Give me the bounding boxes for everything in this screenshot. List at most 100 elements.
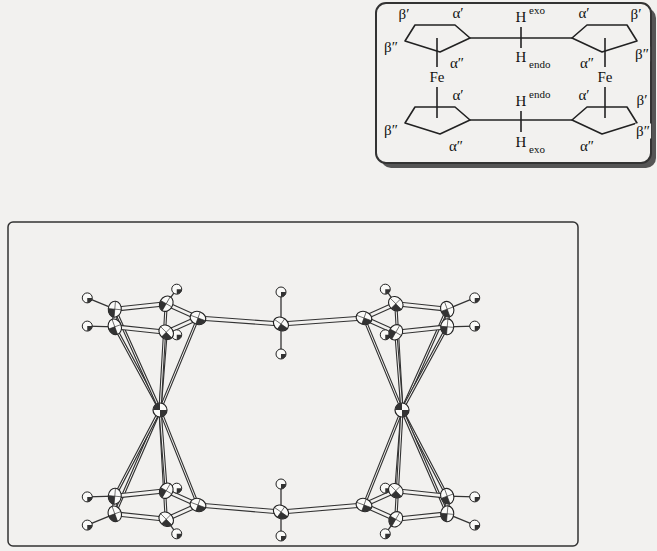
ellipsoid-axis xyxy=(157,294,176,314)
carbon-ellipsoid xyxy=(108,301,122,318)
iron-carbon-bond-core xyxy=(402,309,447,410)
carbon-ellipsoid xyxy=(440,318,454,335)
sphere-octant xyxy=(281,354,286,359)
carbon-ellipsoid xyxy=(440,505,454,522)
iron-carbon-bond xyxy=(115,309,160,410)
ellipsoid-axis xyxy=(106,504,124,523)
atom-position-label: β′ xyxy=(630,7,643,22)
iron-carbon-bond-core xyxy=(402,410,447,514)
ring-bond xyxy=(115,491,166,496)
ellipsoid-octant xyxy=(108,309,115,318)
iron-carbon-bond xyxy=(402,327,447,410)
ellipsoid-octant xyxy=(440,513,447,522)
ellipsoid-octant xyxy=(277,324,287,334)
sphere-outline xyxy=(82,520,92,530)
ellipsoid-outline xyxy=(156,509,177,530)
bridge-bond xyxy=(281,318,364,324)
sphere-outline xyxy=(276,531,286,541)
sphere-outline xyxy=(276,349,286,359)
iron-ellipsoid xyxy=(395,403,409,417)
hydrogen-sphere xyxy=(276,531,286,541)
hydrogen-descriptor: exo xyxy=(528,5,546,16)
ellipsoid-outline xyxy=(271,314,292,334)
ellipsoid-outline xyxy=(440,505,454,522)
ellipsoid-octant xyxy=(162,332,172,342)
ellipsoid-axis xyxy=(108,488,122,505)
ellipsoid-outline xyxy=(188,309,207,327)
atom-position-label: α′ xyxy=(451,88,464,103)
ellipsoid-outline xyxy=(438,486,456,505)
iron-carbon-bond-core xyxy=(160,410,166,491)
ellipsoid-axis xyxy=(354,496,373,514)
carbon-ellipsoid xyxy=(156,322,177,343)
sphere-octant xyxy=(87,525,92,530)
iron-ellipsoid xyxy=(153,403,167,417)
ellipsoid-outline xyxy=(106,504,124,523)
sphere-outline xyxy=(172,529,182,539)
sphere-octant xyxy=(475,525,480,530)
ellipsoid-outline xyxy=(440,318,454,335)
ellipsoid-axis xyxy=(386,480,407,501)
ellipsoid-outline xyxy=(153,403,167,417)
ellipsoid-axis xyxy=(108,301,122,318)
atom-position-label: β″ xyxy=(383,40,399,55)
ellipsoid-outline xyxy=(188,496,207,514)
hydrogen-label: H xyxy=(515,94,528,109)
sphere-octant xyxy=(177,488,182,493)
hydrogen-sphere xyxy=(82,293,92,303)
ellipsoid-outline xyxy=(386,480,407,501)
ellipsoid-octant xyxy=(153,403,167,417)
sphere-octant xyxy=(87,497,92,502)
ellipsoid-outline xyxy=(386,293,407,314)
carbon-ellipsoid xyxy=(354,496,373,514)
iron-carbon-bond xyxy=(402,309,447,410)
ellipsoid-axis xyxy=(386,322,405,342)
sphere-outline xyxy=(276,479,286,489)
c-h-bond xyxy=(520,27,522,38)
ellipsoid-axis xyxy=(106,317,124,336)
atom-position-label: α′ xyxy=(451,6,464,21)
hydrogen-sphere xyxy=(276,287,286,297)
hydrogen-sphere xyxy=(276,479,286,489)
sphere-octant xyxy=(385,534,390,539)
hydrogen-descriptor: endo xyxy=(528,89,551,100)
ellipsoid-outline xyxy=(157,294,176,314)
iron-carbon-bond-core xyxy=(396,410,402,519)
ring-bond-core xyxy=(396,514,447,519)
hydrogen-sphere xyxy=(380,529,390,539)
bridge-bond-core xyxy=(281,318,364,324)
hydrogen-descriptor: endo xyxy=(528,59,551,70)
ellipsoid-axis xyxy=(271,314,292,334)
ellipsoid-outline xyxy=(157,481,176,501)
sphere-octant xyxy=(87,298,92,303)
ellipsoid-axis xyxy=(438,299,456,318)
ellipsoid-octant xyxy=(440,326,447,335)
ring-metal-bond xyxy=(436,87,438,118)
ellipsoid-axis xyxy=(156,322,177,343)
iron-carbon-bond-core xyxy=(160,304,166,410)
ellipsoid-outline xyxy=(386,322,405,342)
ellipsoid-outline xyxy=(386,509,405,529)
hydrogen-sphere xyxy=(82,492,92,502)
sphere-outline xyxy=(380,529,390,539)
ring-bond xyxy=(396,514,447,519)
iron-carbon-bond-core xyxy=(396,304,402,410)
iron-carbon-bond-core xyxy=(115,410,160,496)
ellipsoid-outline xyxy=(108,488,122,505)
carbon-ellipsoid xyxy=(157,481,176,501)
iron-carbon-bond xyxy=(396,304,402,410)
carbon-ellipsoid xyxy=(188,496,207,514)
ellipsoid-octant xyxy=(108,496,115,505)
ellipsoid-octant xyxy=(386,516,396,526)
carbon-ellipsoid xyxy=(106,504,124,523)
inset-frame xyxy=(376,3,651,163)
atom-position-label: α″ xyxy=(448,139,464,154)
inset-schematic xyxy=(405,25,637,134)
c-h-bond xyxy=(520,111,522,120)
bridge-bond-core xyxy=(198,505,281,512)
ellipsoid-outline xyxy=(395,403,409,417)
ellipsoid-axis xyxy=(440,505,454,522)
carbon-ellipsoid xyxy=(386,293,407,314)
ellipsoid-octant xyxy=(391,491,401,501)
